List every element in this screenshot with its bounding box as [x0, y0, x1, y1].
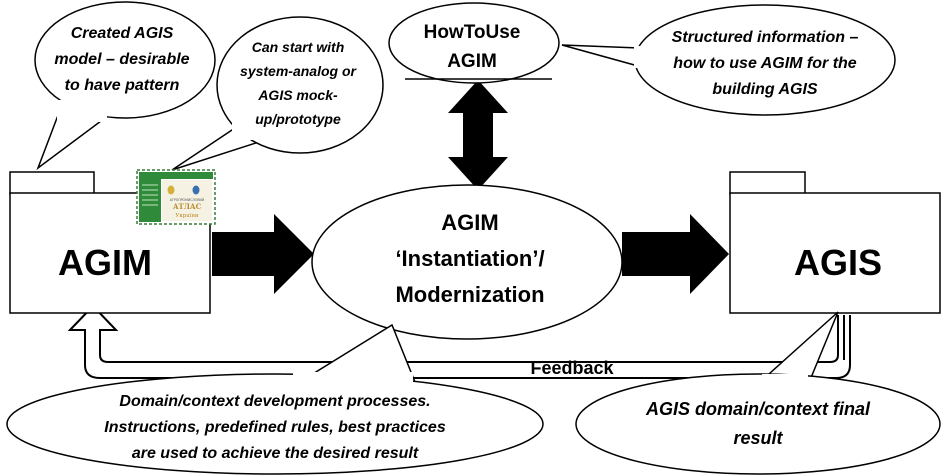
callout-domain-processes: Domain/context development processes. In…: [6, 323, 544, 475]
structured-line-3: building AGIS: [712, 81, 818, 98]
domain-line-1: Domain/context development processes.: [119, 393, 430, 410]
arrow-agim-to-center: [212, 214, 314, 294]
feedback-label: Feedback: [530, 358, 614, 378]
thumb-title-sub: України: [175, 213, 199, 219]
double-arrow-vertical: [448, 80, 508, 190]
callout-can-start: Can start with system-analog or AGIS moc…: [171, 16, 384, 171]
canstart-line-3: AGIS mock-: [257, 87, 338, 103]
instantiation-ellipse: AGIM ‘Instantiation’/ Modernization: [311, 184, 623, 340]
agim-package-tab: [9, 171, 95, 195]
agim-package-body: [9, 192, 211, 314]
final-line-2: result: [733, 428, 783, 448]
agis-package: AGIS: [729, 171, 941, 314]
domain-line-2: Instructions, predefined rules, best pra…: [104, 419, 446, 436]
canstart-line-1: Can start with: [252, 39, 345, 55]
agis-package-body: [729, 192, 941, 314]
howto-line-2: AGIM: [447, 51, 497, 72]
flag-icon: [192, 185, 200, 195]
thumb-title-small: АГРОПРОМИСЛОВИЙ: [170, 197, 205, 202]
howto-ellipse: HowToUse AGIM: [388, 2, 560, 84]
domain-line-3: are used to achieve the desired result: [132, 445, 419, 462]
structured-line-2: how to use AGIM for the: [673, 55, 857, 72]
canstart-line-2: system-analog or: [240, 63, 357, 79]
callout-final-result: AGIS domain/context final result: [575, 311, 941, 475]
final-line-1: AGIS domain/context final: [645, 399, 871, 419]
created-line-1: Created AGIS: [71, 25, 174, 42]
canstart-line-4: up/prototype: [255, 111, 341, 127]
agis-package-label: AGIS: [794, 242, 882, 283]
created-line-3: to have pattern: [65, 77, 180, 94]
agim-package: AGIM: [9, 171, 211, 314]
agim-package-label: AGIM: [58, 242, 152, 283]
callout-structured-info: Structured information – how to use AGIM…: [561, 4, 896, 116]
howto-line-1: HowToUse: [424, 22, 521, 43]
prototype-thumbnail: АГРОПРОМИСЛОВИЙ АТЛАС України: [136, 169, 216, 225]
callout-created-model: Created AGIS model – desirable to have p…: [34, 1, 216, 171]
thumb-title-main: АТЛАС: [173, 202, 202, 211]
structured-line-1: Structured information –: [672, 29, 859, 46]
feedback-arrow: [67, 304, 851, 379]
center-line-3: Modernization: [395, 282, 544, 307]
center-line-1: AGIM: [441, 210, 498, 235]
created-line-2: model – desirable: [54, 51, 189, 68]
center-line-2: ‘Instantiation’/: [395, 246, 544, 271]
emblem-icon: [167, 185, 175, 195]
agis-package-tab: [729, 171, 806, 195]
arrow-center-to-agis: [622, 214, 729, 294]
